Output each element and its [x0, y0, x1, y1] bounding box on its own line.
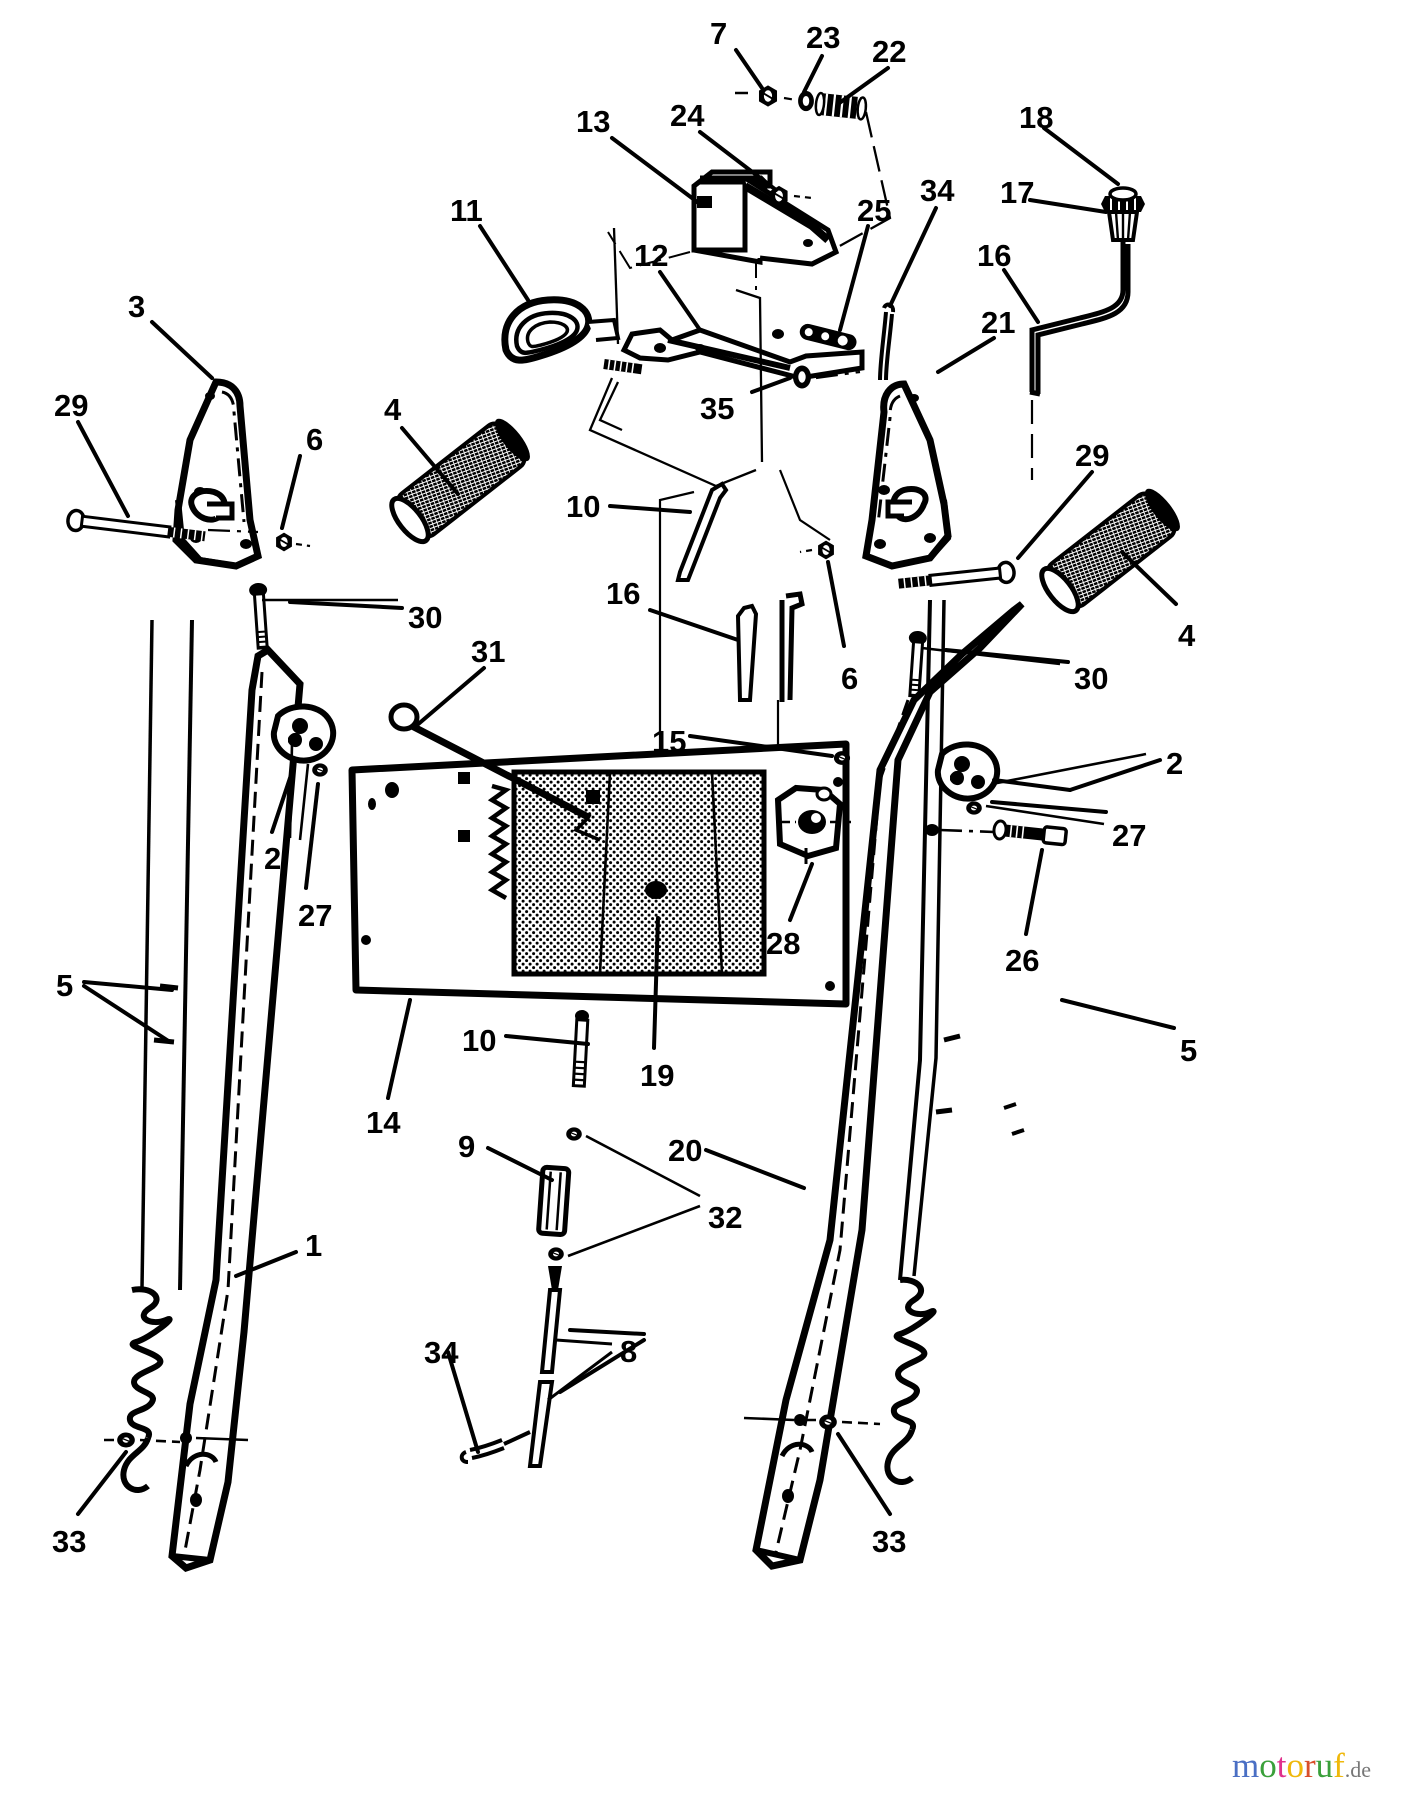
spring-right: [884, 1276, 937, 1485]
callout-19: 19: [640, 1058, 675, 1093]
callout-34-lower: 34: [424, 1335, 459, 1370]
logo-letter-f: f: [1333, 1746, 1345, 1785]
callout-9: 9: [458, 1129, 476, 1164]
logo-letter-m: m: [1232, 1746, 1260, 1785]
callout-34-upper: 34: [920, 173, 955, 208]
part-12-control-arm: [588, 227, 865, 488]
spring-left: [120, 1286, 173, 1493]
callout-14: 14: [366, 1105, 401, 1140]
callout-16-center: 16: [606, 576, 641, 611]
callout-16-right: 16: [977, 238, 1012, 273]
callout-7: 7: [710, 16, 728, 51]
callout-6-right: 6: [841, 661, 859, 696]
part-34-cotter-pin-upper: [878, 302, 896, 381]
part-20-right-handle-tube: [743, 599, 1068, 1570]
callout-10-upper: 10: [566, 489, 601, 524]
callout-22: 22: [872, 34, 907, 69]
part-1-left-handle-tube: [104, 619, 304, 1572]
callout-20: 20: [668, 1133, 703, 1168]
part-11-control-loop: [501, 296, 621, 364]
callout-17: 17: [1000, 175, 1035, 210]
callout-35: 35: [700, 391, 735, 426]
callout-31: 31: [471, 634, 506, 669]
logo-letter-o1: o: [1259, 1746, 1277, 1785]
callout-23: 23: [806, 20, 841, 55]
callout-33-left: 33: [52, 1524, 87, 1559]
callout-32: 32: [708, 1200, 743, 1235]
callout-18: 18: [1019, 100, 1054, 135]
callout-25: 25: [857, 193, 892, 228]
logo-letter-r: r: [1303, 1746, 1316, 1785]
part-4-right-grip: [1039, 488, 1180, 615]
callout-29-right: 29: [1075, 438, 1110, 473]
callout-1: 1: [305, 1228, 323, 1263]
part-2-27-handle-clamps: [270, 703, 1147, 841]
logo-suffix-de: .de: [1344, 1757, 1372, 1782]
callout-15: 15: [652, 724, 687, 759]
callout-leader-lines: [76, 48, 1178, 1516]
callout-8: 8: [620, 1334, 638, 1369]
part-3-left-upper-bracket: [66, 378, 398, 650]
callout-12: 12: [634, 238, 669, 273]
motoruf-watermark-logo: motoruf.de: [1232, 1748, 1371, 1783]
callout-21: 21: [981, 305, 1016, 340]
logo-letter-t: t: [1276, 1746, 1287, 1785]
part-31-pin: [388, 702, 601, 842]
callout-3: 3: [128, 289, 146, 324]
part-4-left-grip: [389, 418, 530, 545]
callout-30-left: 30: [408, 600, 443, 635]
callout-33-right: 33: [872, 1524, 907, 1559]
callout-6-left: 6: [306, 422, 324, 457]
logo-letter-u: u: [1315, 1746, 1334, 1785]
callout-30-right: 30: [1074, 661, 1109, 696]
logo-letter-o2: o: [1286, 1746, 1304, 1785]
part-14-console-panel: [348, 702, 854, 1008]
callout-26: 26: [1005, 943, 1040, 978]
callout-27-right: 27: [1112, 818, 1147, 853]
callout-5-right: 5: [1180, 1033, 1198, 1068]
callout-2-right: 2: [1166, 746, 1184, 781]
callout-2-left: 2: [264, 841, 282, 876]
callout-27-left: 27: [298, 898, 333, 933]
callout-10-lower: 10: [462, 1023, 497, 1058]
part-17-18-knob-and-rod: [1029, 186, 1145, 480]
callout-28: 28: [766, 926, 801, 961]
callout-4-left: 4: [384, 392, 402, 427]
callout-4-right: 4: [1178, 618, 1196, 653]
callout-29-left: 29: [54, 388, 89, 423]
callout-11: 11: [450, 193, 483, 228]
part-13-housing-bracket: [607, 169, 840, 290]
callout-5-left: 5: [56, 968, 74, 1003]
callout-24: 24: [670, 98, 705, 133]
part-group-top-fasteners: [735, 84, 892, 250]
callout-13: 13: [576, 104, 611, 139]
part-lower-fastener-stack: [459, 1009, 701, 1468]
